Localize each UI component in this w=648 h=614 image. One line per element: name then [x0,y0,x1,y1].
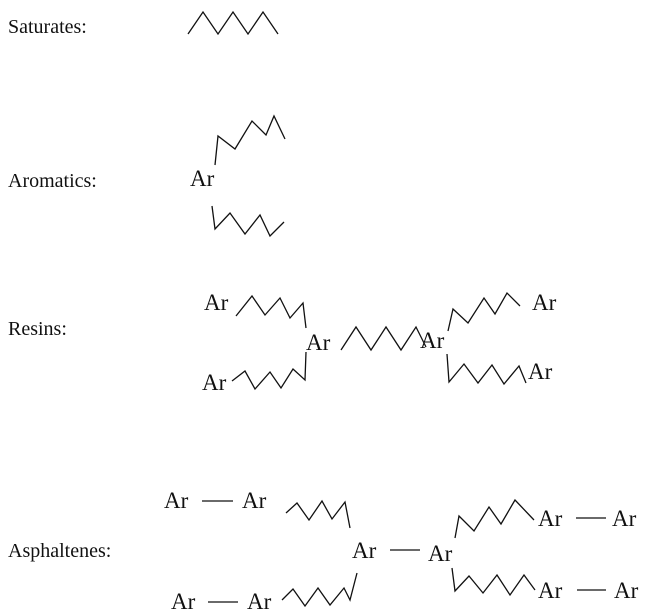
saturates-chain [187,10,279,36]
resins-ar-center-right: Ar [420,328,445,353]
asphaltenes-ar-tl2: Ar [242,488,267,513]
asphaltenes-ar-center-right: Ar [428,541,453,566]
asphaltenes-ar-tr2: Ar [612,506,637,531]
resins-chain-bottom-right [446,353,527,386]
asphaltenes-ar-bl1: Ar [171,589,196,614]
resins-chain-center [340,325,427,352]
asphaltenes-ar-tr1: Ar [538,506,563,531]
asphaltenes-ar-br2: Ar [614,578,639,603]
asphaltenes-ar-center-left: Ar [352,538,377,563]
resins-ar-bottom-right: Ar [528,359,553,384]
label-asphaltenes: Asphaltenes: [8,540,111,562]
aromatics-ar: Ar [190,166,215,191]
asphaltenes-ar-bl2: Ar [247,589,272,614]
label-resins: Resins: [8,318,67,340]
asphaltenes-chain-top-left [285,499,351,529]
resins-chain-bottom-left [231,351,307,391]
aromatics-chain-lower [211,205,285,238]
resins-ar-top-right: Ar [532,290,557,315]
asphaltenes-chain-bottom-right [451,567,536,597]
resins-ar-center-left: Ar [306,330,331,355]
label-saturates: Saturates: [8,16,87,38]
asphaltenes-chain-bottom-left [281,572,358,608]
aromatics-chain-upper [214,114,286,166]
resins-ar-top-left: Ar [204,290,229,315]
asphaltenes-chain-top-right [454,498,535,539]
asphaltenes-ar-tl1: Ar [164,488,189,513]
asphaltenes-ar-br1: Ar [538,578,563,603]
label-aromatics: Aromatics: [8,170,97,192]
resins-ar-bottom-left: Ar [202,370,227,395]
resins-chain-top-right [447,291,521,332]
resins-chain-top-left [235,294,307,329]
